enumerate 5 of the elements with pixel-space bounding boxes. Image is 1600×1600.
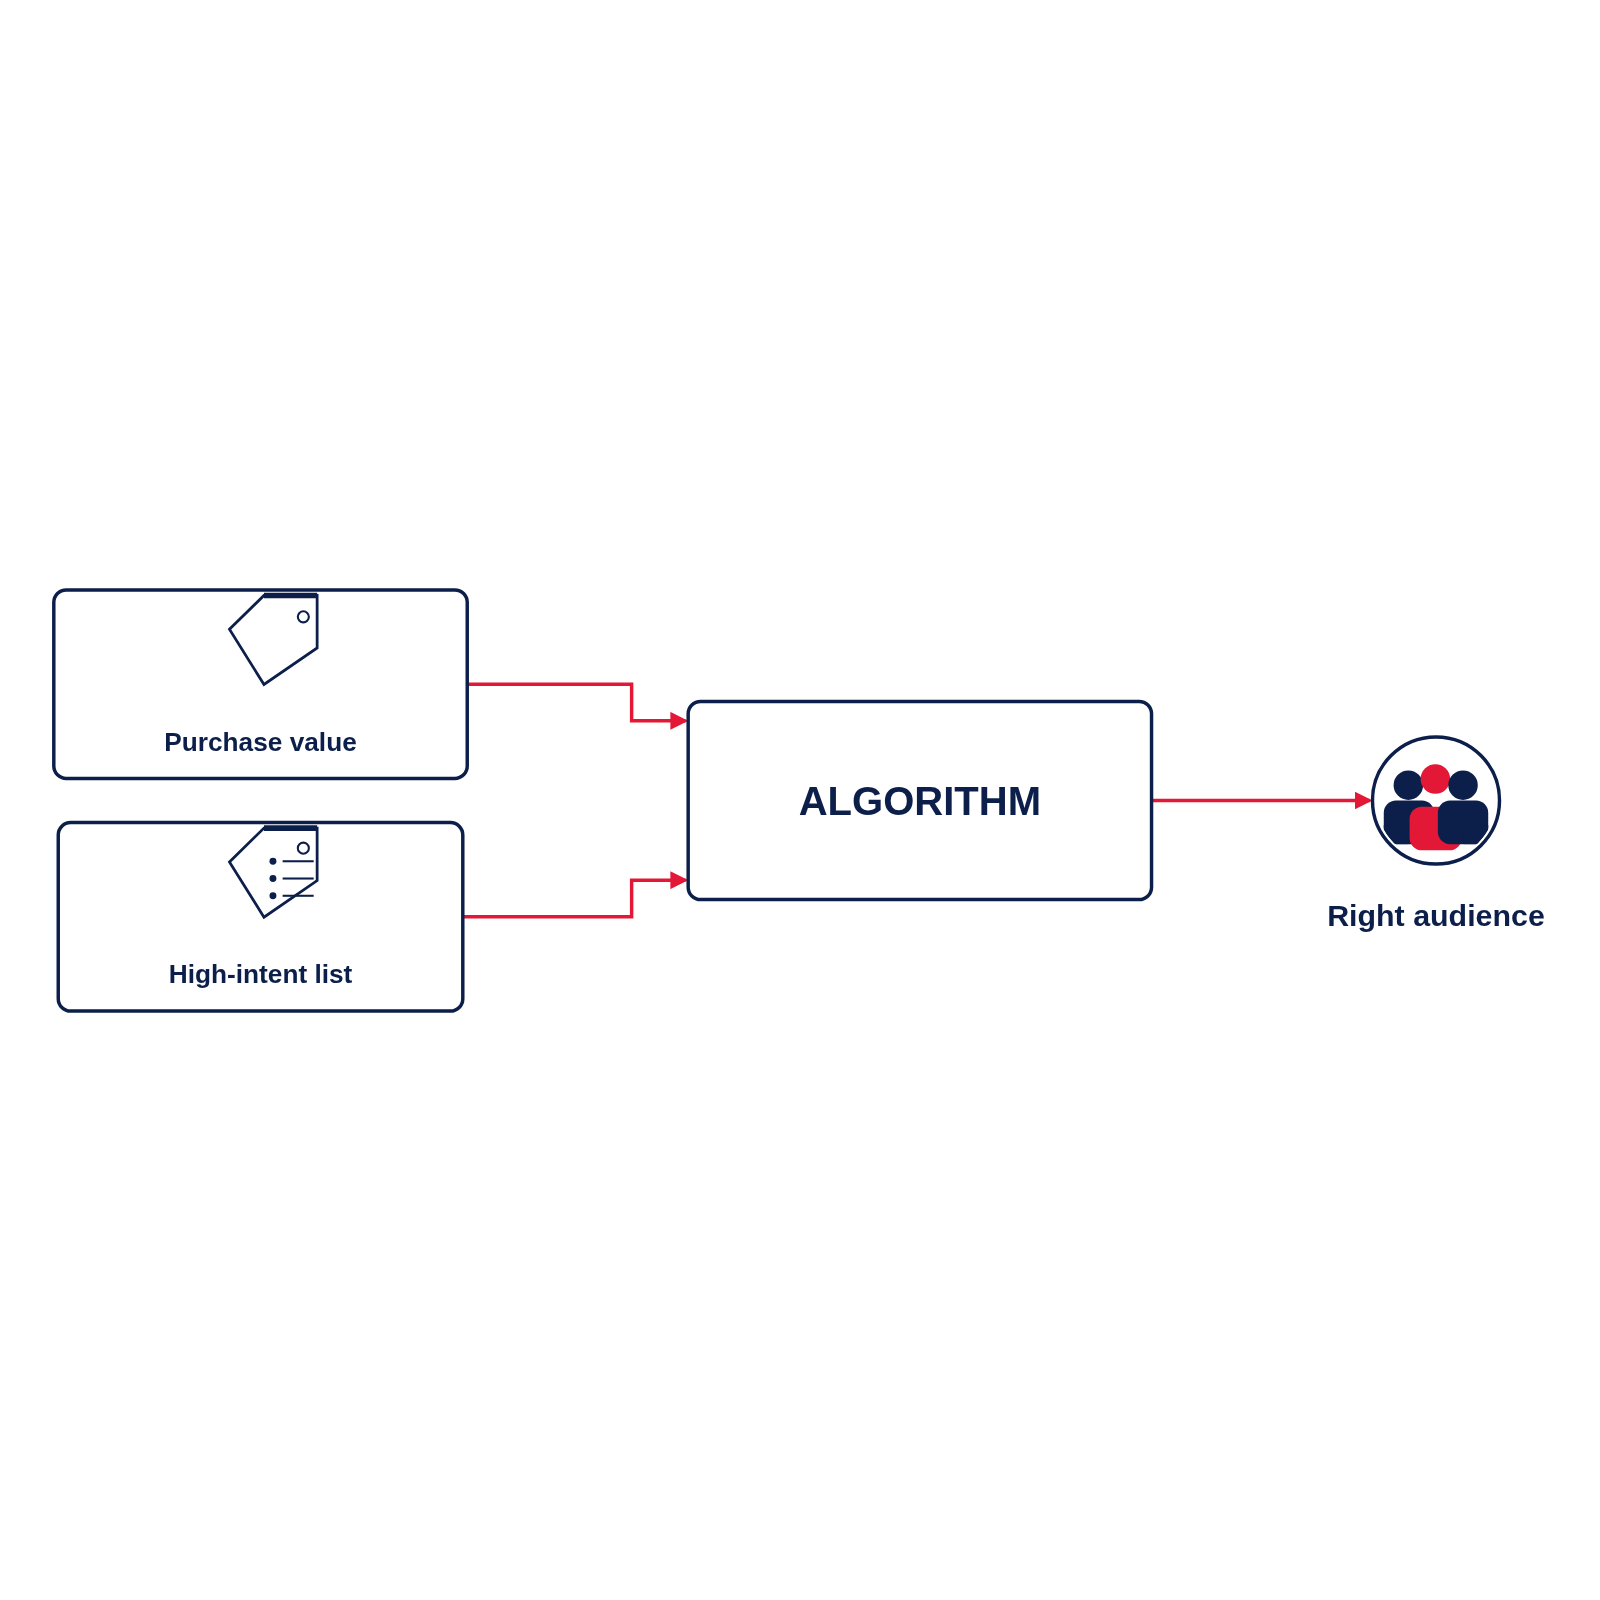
- node-caption: Right audience: [1327, 898, 1545, 932]
- node-box: ALGORITHM: [686, 699, 1154, 901]
- node-circle: [1370, 734, 1502, 866]
- node-box: High-intent list: [56, 820, 465, 1013]
- node-box: Purchase value: [52, 587, 469, 780]
